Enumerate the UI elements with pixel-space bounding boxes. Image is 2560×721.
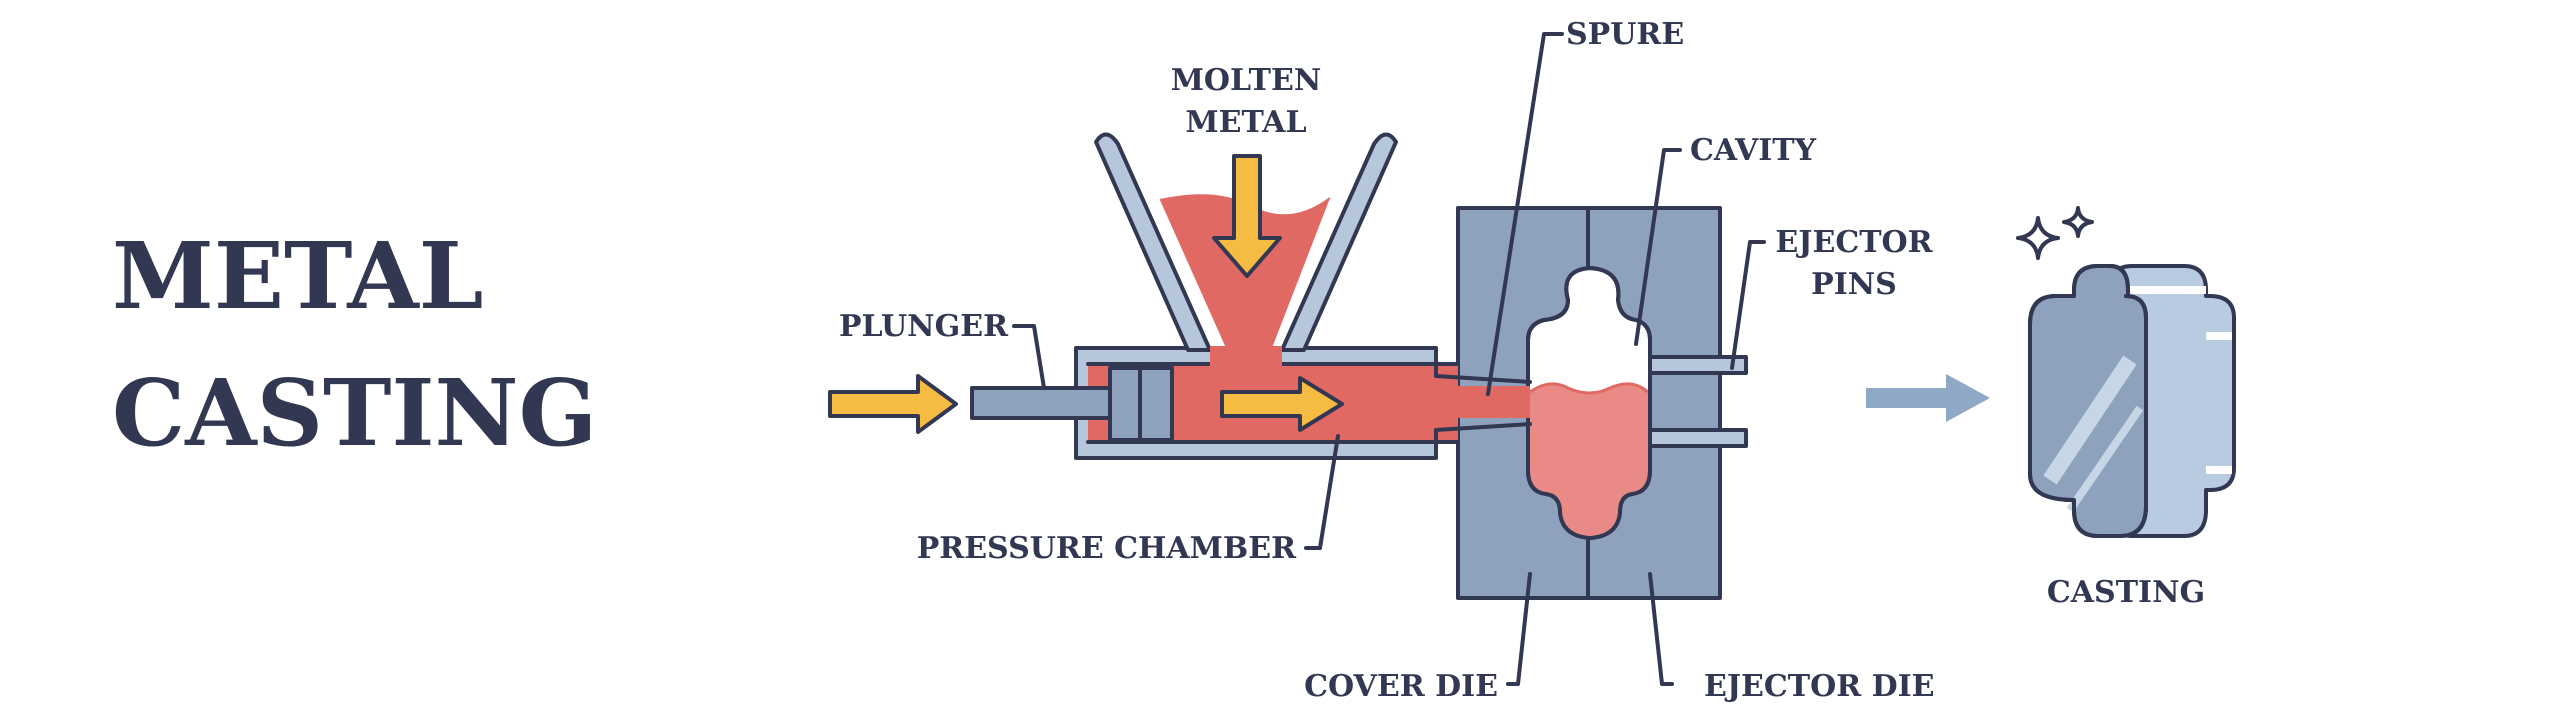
label-molten-metal-1: MOLTEN — [1171, 63, 1322, 98]
label-plunger: PLUNGER — [839, 309, 1009, 344]
leader-cover-die — [1506, 572, 1532, 686]
leader-lines — [1012, 32, 1766, 686]
title-line-2: CASTING — [112, 359, 597, 467]
label-pressure-chamber: PRESSURE CHAMBER — [917, 531, 1297, 566]
yellow-arrow-right-icon — [828, 374, 958, 434]
leader-ejector-die — [1648, 572, 1674, 686]
label-cavity: CAVITY — [1690, 133, 1817, 168]
yellow-arrow-down-icon — [1212, 154, 1282, 278]
leader-ejector-pins — [1730, 240, 1766, 370]
sparkle-small-icon — [2062, 206, 2094, 238]
sparkle-large-icon — [2016, 216, 2060, 260]
label-ejector-pins-1: EJECTOR — [1775, 225, 1933, 260]
leader-cavity — [1634, 148, 1682, 346]
blue-arrow-right-icon — [1866, 374, 1990, 422]
title-line-1: METAL — [112, 222, 483, 330]
label-casting: CASTING — [2047, 575, 2205, 610]
label-ejector-pins-2: PINS — [1811, 267, 1897, 302]
leader-pressure-chamber — [1304, 434, 1340, 550]
leader-plunger — [1012, 324, 1046, 390]
ejector-pins — [1648, 355, 1748, 448]
label-molten-metal-2: METAL — [1185, 105, 1306, 140]
yellow-arrow-chamber-icon — [1220, 376, 1344, 432]
label-spure: SPURE — [1566, 17, 1684, 52]
leader-spure — [1486, 32, 1564, 396]
plunger — [970, 366, 1174, 442]
label-ejector-die: EJECTOR DIE — [1704, 669, 1935, 704]
casting-part — [2028, 264, 2236, 538]
funnel — [1094, 132, 1398, 368]
spure-runner — [1430, 362, 1532, 444]
label-cover-die: COVER DIE — [1304, 669, 1498, 704]
